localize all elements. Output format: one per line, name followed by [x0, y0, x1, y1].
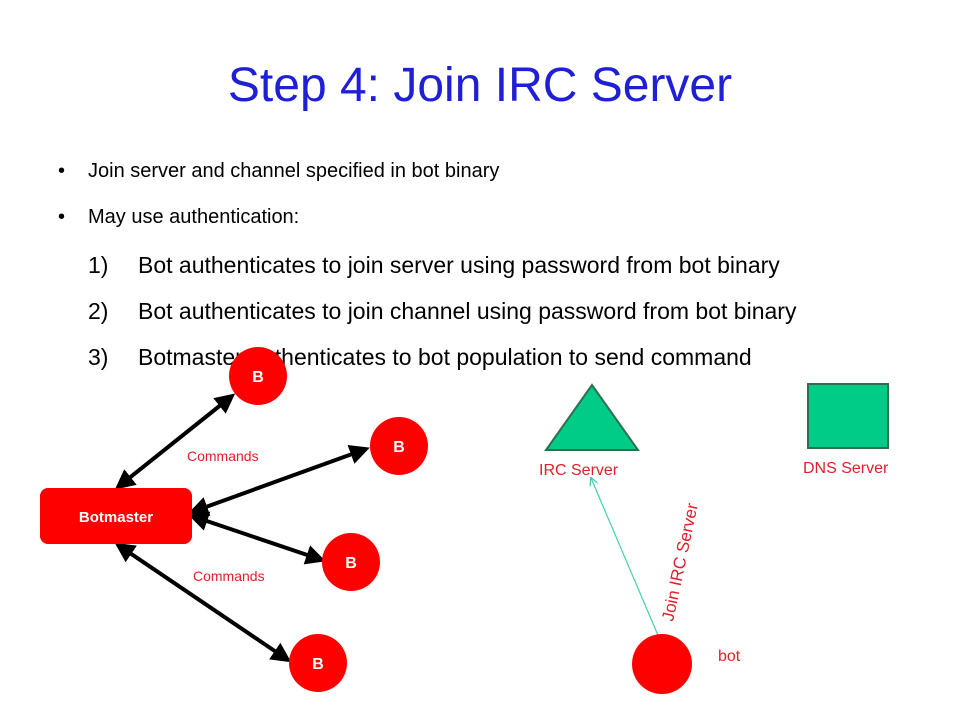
page-title: Step 4: Join IRC Server: [227, 59, 733, 112]
item-text: Bot authenticates to join channel using …: [138, 298, 797, 324]
join-arrow: [591, 478, 661, 641]
commands-label: Commands: [187, 448, 259, 464]
bot-node-letter: B: [345, 555, 357, 572]
command-arrow: [114, 393, 236, 490]
botmaster-label: Botmaster: [79, 509, 153, 526]
irc-server-triangle: [544, 383, 640, 451]
bot-node: [289, 634, 347, 692]
join-irc-label: Join IRC Server: [658, 501, 702, 623]
bullet-text: May use authentication:: [88, 206, 300, 228]
bot-node-letter: B: [252, 369, 264, 386]
item-number: 1): [88, 252, 109, 278]
bot-node-letter: B: [393, 439, 405, 456]
bot-node: [632, 634, 692, 694]
bullet-dot-icon: •: [58, 160, 66, 182]
item-number: 2): [88, 298, 109, 324]
command-arrow: [188, 511, 326, 565]
bot-node: [229, 347, 287, 405]
item-number: 3): [88, 344, 109, 370]
bot-node: [370, 417, 428, 475]
botmaster-node: [40, 488, 192, 544]
command-arrow: [114, 542, 292, 663]
bot-node: [322, 533, 380, 591]
item-text: Bot authenticates to join server using p…: [138, 252, 780, 278]
irc-server-label: IRC Server: [539, 462, 619, 479]
command-arrow: [188, 445, 370, 516]
bot-label: bot: [718, 648, 741, 665]
dns-server-label: DNS Server: [803, 460, 889, 477]
bot-node-letter: B: [312, 656, 324, 673]
bullet-text: Join server and channel specified in bot…: [88, 160, 500, 182]
dns-server-square: [807, 383, 889, 449]
commands-label: Commands: [193, 568, 265, 584]
bullet-dot-icon: •: [58, 206, 66, 228]
